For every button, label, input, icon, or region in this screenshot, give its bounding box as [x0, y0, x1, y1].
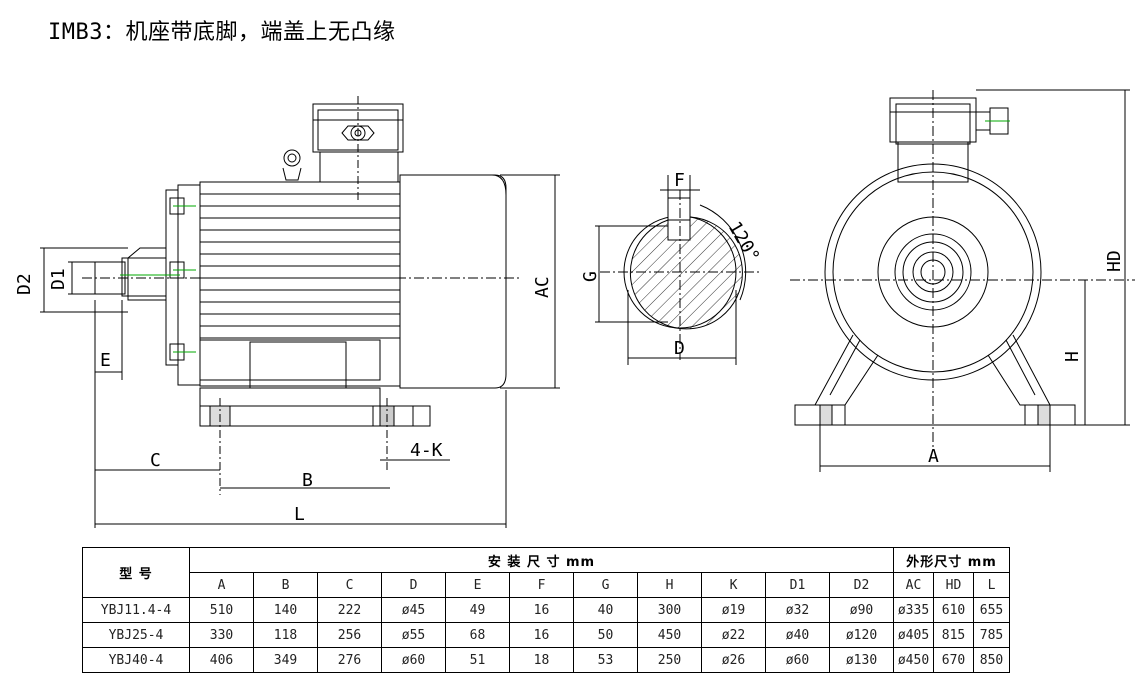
label-d1: D1	[48, 268, 69, 290]
table-cell: 140	[253, 597, 318, 623]
column-header: E	[445, 572, 510, 598]
table-row: YBJ40-4 406 349 276 ø60 51 18 53 250 ø26…	[82, 647, 1010, 673]
table-cell: ø22	[701, 622, 766, 648]
cooling-fins	[200, 193, 400, 339]
label-e: E	[100, 350, 111, 371]
table-cell: 118	[253, 622, 318, 648]
table-cell: 850	[973, 647, 1010, 673]
table-cell: 40	[573, 597, 638, 623]
outline-header: 外形尺寸 mm	[893, 547, 1010, 573]
label-d: D	[674, 338, 685, 359]
column-header: B	[253, 572, 318, 598]
side-view	[82, 96, 520, 495]
model-cell: YBJ25-4	[82, 622, 190, 648]
table-cell: 16	[509, 597, 574, 623]
table-cell: 53	[573, 647, 638, 673]
table-cell: ø55	[381, 622, 446, 648]
table-cell: 51	[445, 647, 510, 673]
label-h: H	[1062, 351, 1083, 362]
table-cell: 50	[573, 622, 638, 648]
table-cell: ø26	[701, 647, 766, 673]
label-ac: AC	[532, 276, 553, 298]
label-f: F	[674, 170, 685, 191]
table-cell: ø40	[765, 622, 830, 648]
table-cell: ø32	[765, 597, 830, 623]
table-cell: 610	[933, 597, 974, 623]
table-cell: ø120	[829, 622, 894, 648]
column-header: K	[701, 572, 766, 598]
column-header: D	[381, 572, 446, 598]
table-cell: ø405	[893, 622, 934, 648]
model-cell: YBJ11.4-4	[82, 597, 190, 623]
table-cell: 256	[317, 622, 382, 648]
side-dimensions	[40, 174, 560, 528]
table-cell: ø335	[893, 597, 934, 623]
shaft-section-view	[595, 175, 760, 365]
table-cell: 16	[509, 622, 574, 648]
table-cell: ø130	[829, 647, 894, 673]
table-cell: 510	[189, 597, 254, 623]
table-cell: ø45	[381, 597, 446, 623]
install-header: 安 装 尺 寸 mm	[189, 547, 894, 573]
label-d2: D2	[14, 273, 35, 295]
table-cell: 300	[637, 597, 702, 623]
column-header: AC	[893, 572, 934, 598]
table-cell: 785	[973, 622, 1010, 648]
table-cell: 349	[253, 647, 318, 673]
table-cell: 68	[445, 622, 510, 648]
table-cell: ø90	[829, 597, 894, 623]
table-cell: 330	[189, 622, 254, 648]
label-c: C	[150, 450, 161, 471]
label-4k: 4-K	[410, 440, 443, 461]
table-row: YBJ11.4-4 510 140 222 ø45 49 16 40 300 ø…	[82, 597, 1010, 623]
table-row: YBJ25-4 330 118 256 ø55 68 16 50 450 ø22…	[82, 622, 1010, 648]
table-cell: 670	[933, 647, 974, 673]
column-header-row: A B C D E F G H K D1 D2 AC HD L	[83, 572, 1010, 598]
column-header: A	[189, 572, 254, 598]
table-cell: 18	[509, 647, 574, 673]
column-header: HD	[933, 572, 974, 598]
table-cell: 815	[933, 622, 974, 648]
table-cell: ø19	[701, 597, 766, 623]
front-dimensions	[819, 89, 1130, 472]
label-l: L	[294, 504, 305, 525]
column-header: G	[573, 572, 638, 598]
model-cell: YBJ40-4	[82, 647, 190, 673]
column-header: D1	[765, 572, 830, 598]
table-cell: 222	[317, 597, 382, 623]
column-header: D2	[829, 572, 894, 598]
column-header: C	[317, 572, 382, 598]
table-cell: 655	[973, 597, 1010, 623]
label-g: G	[580, 271, 601, 282]
table-cell: ø60	[765, 647, 830, 673]
label-hd: HD	[1104, 250, 1125, 272]
page-title: IMB3：机座带底脚，端盖上无凸缘	[48, 20, 396, 45]
table-cell: 250	[637, 647, 702, 673]
table-cell: ø450	[893, 647, 934, 673]
table-cell: 276	[317, 647, 382, 673]
table-cell: ø60	[381, 647, 446, 673]
label-a: A	[928, 446, 939, 467]
front-view	[790, 90, 1135, 450]
table-cell: 450	[637, 622, 702, 648]
label-b: B	[302, 470, 313, 491]
table-cell: 406	[189, 647, 254, 673]
table-cell: 49	[445, 597, 510, 623]
column-header: F	[509, 572, 574, 598]
motor-dimension-drawing: D2 D1 E C B L 4-K AC F G D 120° HD H A	[14, 89, 1135, 528]
dimension-table: 型 号 安 装 尺 寸 mm 外形尺寸 mm A B C D E F G H K…	[82, 547, 1010, 673]
column-header: H	[637, 572, 702, 598]
model-header: 型 号	[82, 547, 190, 598]
column-header: L	[973, 572, 1010, 598]
